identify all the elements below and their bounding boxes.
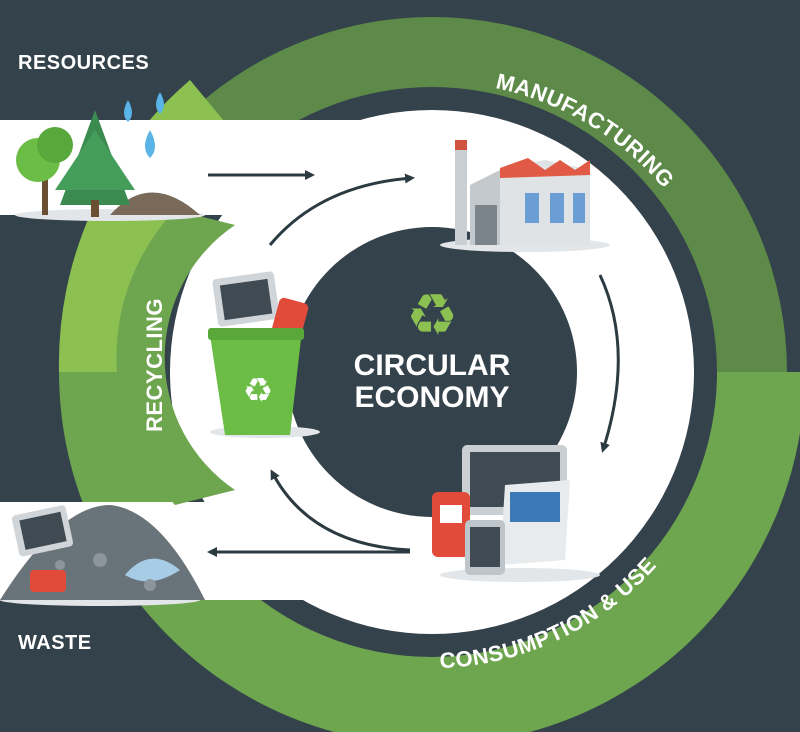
devices-can-icon (432, 445, 600, 582)
recycling-label: RECYCLING (142, 298, 167, 432)
waste-label: WASTE (18, 632, 92, 654)
resources-label: RESOURCES (18, 52, 150, 74)
arrow-recycling-to-manufacturing (268, 173, 415, 246)
recycle-bin-icon: ♻ (208, 271, 320, 438)
center-title-line2: ECONOMY (354, 381, 509, 414)
recycle-symbol-icon: ♻ (406, 281, 458, 349)
waste-pile-icon (0, 505, 205, 606)
bin-recycle-symbol-icon: ♻ (243, 371, 273, 411)
trees-water-soil-icon (15, 92, 205, 221)
arrow-manufacturing-to-consumption (598, 274, 620, 453)
center-title-line1: CIRCULAR (354, 349, 511, 382)
factory-icon (440, 140, 610, 252)
flow-arrows (207, 170, 620, 557)
arrow-consumption-to-recycling (270, 469, 411, 552)
